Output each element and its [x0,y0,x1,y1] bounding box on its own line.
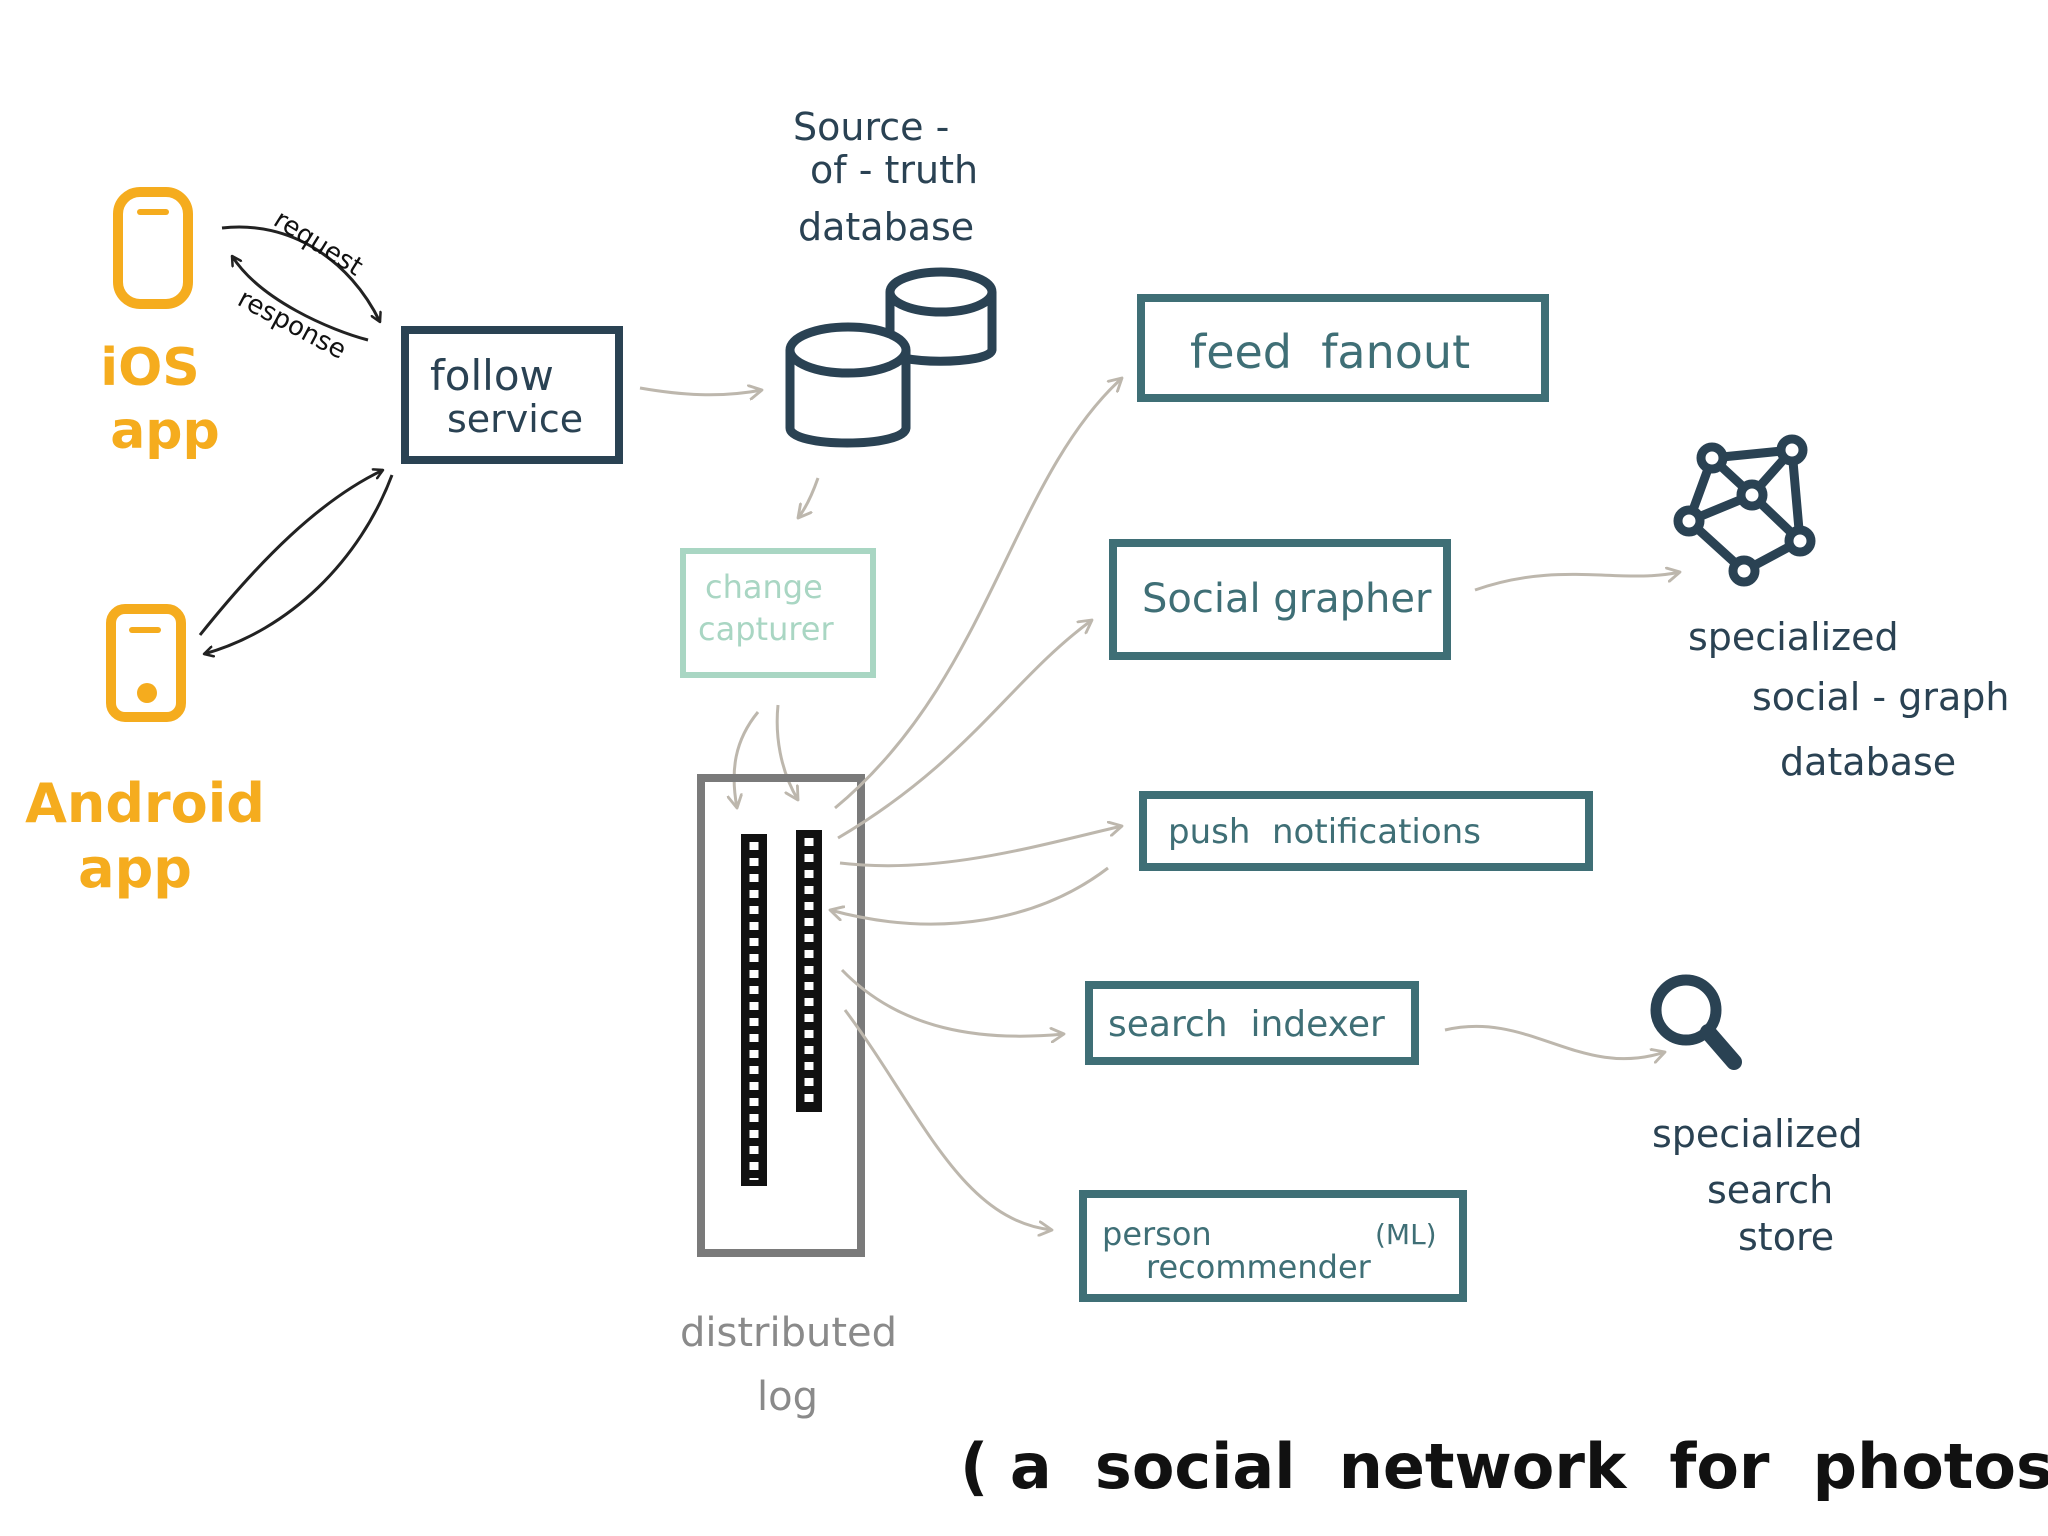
change-capturer-box [680,548,876,678]
phone-icon [106,604,186,722]
capturer-to-log-arrow-2 [775,704,798,800]
person-recommender-label-2: recommender [1146,1248,1372,1286]
android-app-label: app [78,837,192,900]
android-label: Android [25,772,265,835]
push-notifications-box [1139,791,1593,871]
person-recommender-box [1079,1190,1467,1302]
diagram-caption: ( a social network for photos ) [960,1430,2048,1503]
social-grapher-box [1109,539,1451,660]
follow-service-label-2: service [447,397,583,441]
person-recommender-tag: (ML) [1375,1218,1437,1251]
log-to-social-grapher-arrow [837,620,1092,840]
person-recommender: person recommender (ML) [1079,1190,1467,1302]
log-partition-2 [796,830,822,1112]
search-store-label-1: specialized [1652,1112,1863,1156]
database: Source - of - truth database [785,105,997,448]
service-to-db-arrow [639,388,762,395]
follow-service-box [401,326,623,464]
database-label-2: of - truth [810,148,978,192]
social-grapher-label: Social grapher [1142,576,1432,622]
feed-fanout: feed fanout [1137,294,1549,402]
distributed-log-box [697,774,865,1257]
log-to-push-arrow [839,826,1122,868]
log-to-search-indexer-arrow [840,968,1064,1036]
ios-label: iOS [100,338,199,398]
social-graph-store-label-2: social - graph [1752,675,2009,719]
follow-service-label-1: follow [430,351,554,400]
response-label: response [233,284,351,366]
search-store: specialized search store [1650,974,1863,1259]
log-partition-1 [741,834,767,1186]
magnifier-icon [1650,974,1742,1070]
change-capturer-label-1: change [705,568,823,606]
response-arrow [230,256,369,342]
distributed-log: distributed log [680,774,897,1420]
capturer-to-log-arrow-1 [734,711,760,808]
log-to-recommender-arrow [843,1009,1052,1230]
social-grapher: Social grapher [1109,539,1451,660]
feed-fanout-box [1137,294,1549,402]
push-to-log-arrow [830,866,1109,926]
follow-service: follow service [401,326,623,464]
ios-app-label: app [110,401,220,461]
client-service-arrows: request response [198,204,394,654]
db-to-capturer-arrow [798,477,820,518]
android-client: Android app [25,604,265,900]
social-grapher-to-graph-db-arrow [1474,572,1680,592]
social-graph-store-label-3: database [1780,740,1956,784]
social-graph-store: specialized social - graph database [1673,434,2009,784]
change-capturer: change capturer [680,548,876,678]
service-to-android-arrow [204,474,394,654]
search-store-label-3: store [1738,1215,1834,1259]
distributed-log-label-2: log [757,1374,818,1420]
request-arrow [221,225,380,322]
search-indexer-label: search indexer [1108,1004,1385,1045]
search-store-label-2: search [1707,1168,1833,1212]
phone-button [137,683,157,703]
request-label: request [268,204,368,282]
android-to-service-arrow [198,470,383,636]
log-consumer-arrows [830,378,1122,1230]
push-notifications-label: push notifications [1168,812,1481,852]
change-capturer-label-2: capturer [698,610,834,648]
search-indexer-box [1085,981,1419,1065]
graph-icon [1673,434,1816,587]
phone-icon [113,187,193,309]
feed-fanout-label: feed fanout [1190,325,1470,379]
search-indexer-to-search-store-arrow [1444,1024,1665,1058]
database-label-1: Source - [793,105,949,149]
search-indexer: search indexer [1085,981,1419,1065]
distributed-log-label-1: distributed [680,1310,897,1356]
database-icon [785,267,997,448]
ios-client: iOS app [100,187,220,461]
database-label-3: database [798,205,974,249]
log-to-feed-fanout-arrow [834,378,1122,810]
person-recommender-label-1: person [1102,1215,1212,1253]
push-notifications: push notifications [1139,791,1593,871]
social-graph-store-label-1: specialized [1688,615,1899,659]
